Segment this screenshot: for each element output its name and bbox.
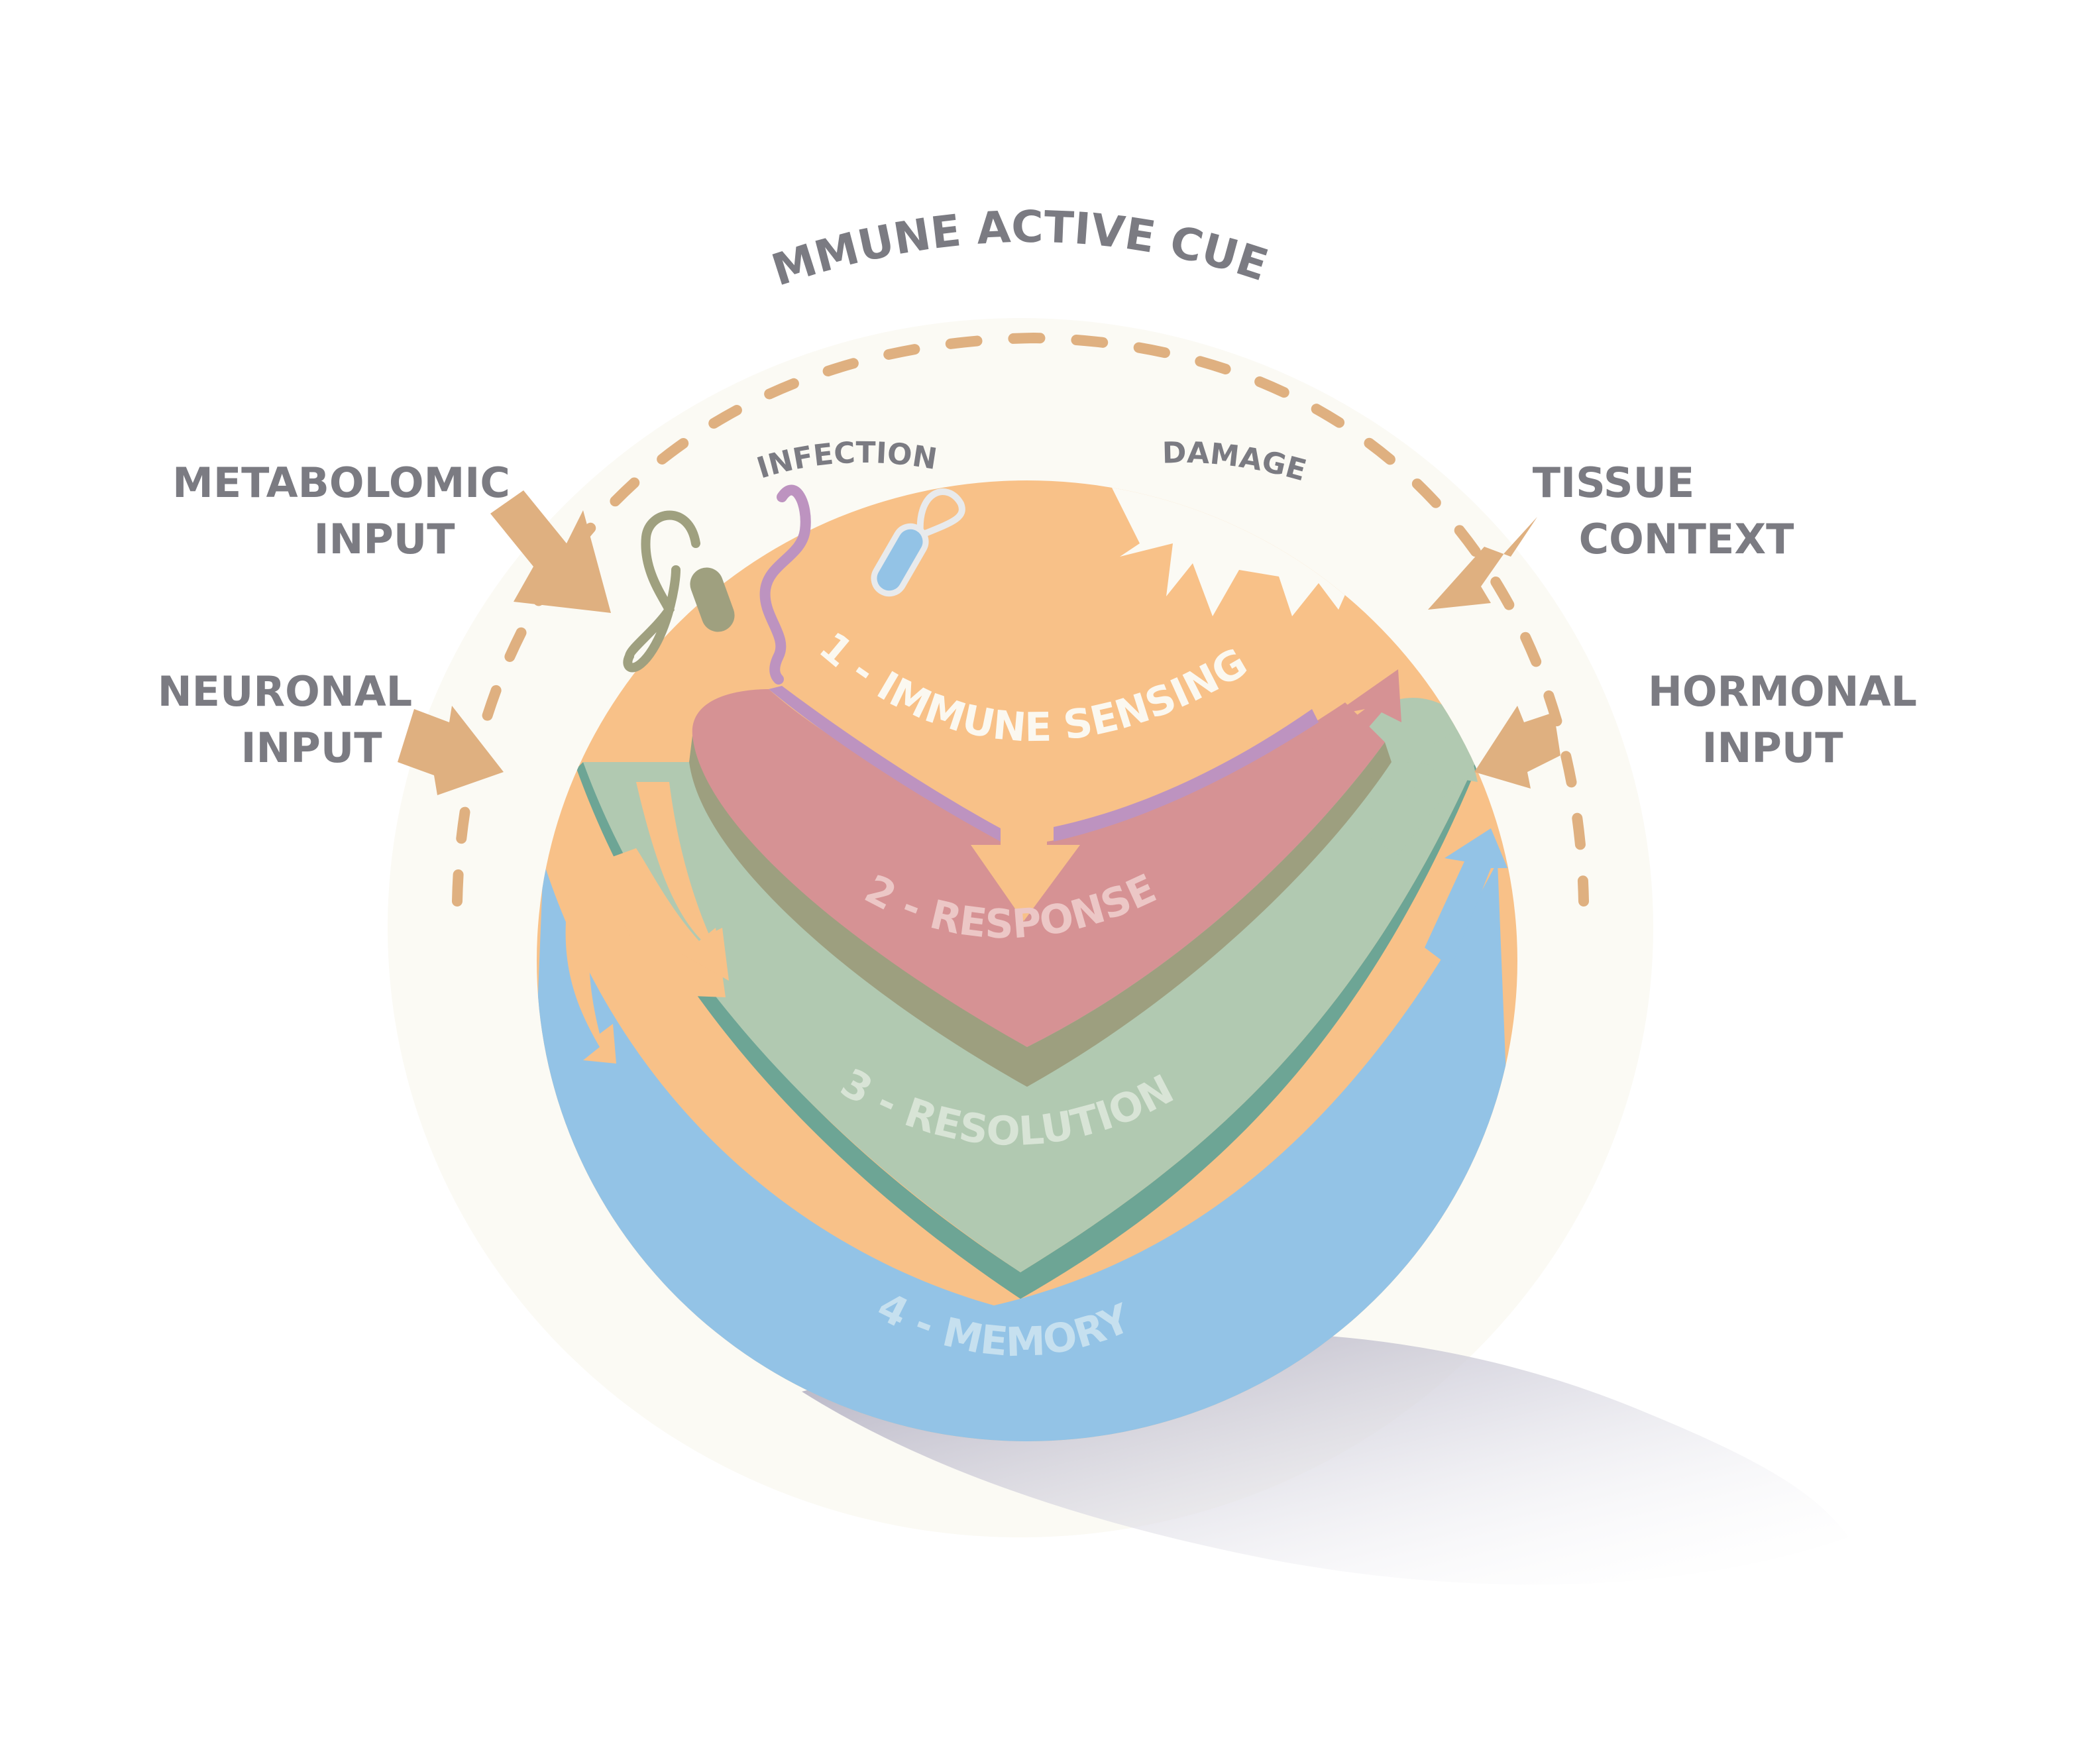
neuronal-input-arrow (398, 706, 504, 795)
bacterium-body-icon (871, 523, 929, 597)
right-arrow-response (1312, 669, 1401, 762)
blue-bacterium (871, 488, 965, 597)
hormonal-label-line2: INPUT (1702, 724, 1843, 772)
right-arrow-resolution (1365, 726, 1478, 855)
tissue-label-line1: TISSUE (1533, 459, 1695, 507)
purple-spirochete-icon (759, 484, 811, 685)
right-arrow-memory (1425, 828, 1507, 967)
diagram-title: IMMUNE ACTIVE CUES (0, 0, 1274, 296)
neuronal-label-line1: NEURONAL (158, 667, 412, 716)
olive-bacterium-icon (690, 567, 735, 632)
bacterium-flagellum-icon (898, 488, 965, 547)
sphere (537, 480, 1517, 1441)
sensing-rim (769, 686, 1001, 842)
metabolomic-label-line2: INPUT (313, 515, 455, 563)
sensing-rim-right (1054, 709, 1319, 842)
pathogen-olive (623, 510, 735, 673)
left-arrow-outer (565, 881, 616, 1064)
left-arrow-inner (636, 782, 729, 981)
sensing-to-response-arrow (971, 822, 1080, 921)
layer-memory (537, 861, 1517, 1441)
olive-flagellum-icon (623, 510, 700, 673)
hormonal-label-line1: HORMONAL (1648, 667, 1917, 716)
hormonal-input-arrow (1474, 706, 1560, 789)
metabolomic-label-line1: METABOLOMIC (172, 459, 510, 507)
dashed-orbit (452, 332, 1589, 907)
neuronal-label-line2: INPUT (241, 724, 382, 772)
metabolomic-input-arrow (490, 490, 611, 613)
tissue-context-arrow (1428, 517, 1537, 610)
tissue-label-line2: CONTEXT (1579, 515, 1794, 563)
